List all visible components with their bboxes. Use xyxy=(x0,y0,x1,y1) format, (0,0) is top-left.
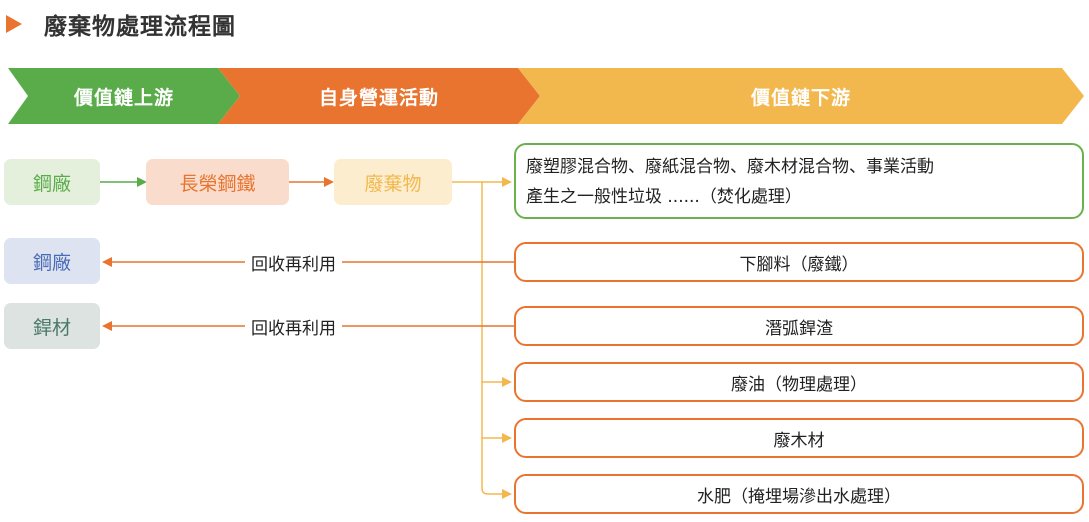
output-incineration-line1: 廢塑膠混合物、廢紙混合物、廢木材混合物、事業活動 xyxy=(526,157,934,177)
output-waste-oil: 廢油（物理處理） xyxy=(514,362,1084,402)
output-waste-wood: 廢木材 xyxy=(514,418,1084,458)
node-changrong-steel: 長榮鋼鐵 xyxy=(146,159,289,205)
output-scrap-iron: 下腳料（廢鐵） xyxy=(514,242,1084,282)
page-title: 廢棄物處理流程圖 xyxy=(6,8,236,40)
branch-to-sludge xyxy=(481,487,512,499)
band-upstream-label: 價值鏈上游 xyxy=(73,86,174,109)
title-text: 廢棄物處理流程圖 xyxy=(44,14,236,40)
node-steel-factory-upstream: 鋼廠 xyxy=(4,159,100,205)
recycle-label-1: 回收再利用 xyxy=(245,250,342,275)
band-upstream: 價值鏈上游 xyxy=(8,68,240,124)
title-triangle-icon xyxy=(6,15,22,33)
output-incineration: 廢塑膠混合物、廢紙混合物、廢木材混合物、事業活動 產生之一般性垃圾 ......… xyxy=(514,143,1084,219)
node-steel-factory-recycle: 鋼廠 xyxy=(4,238,100,284)
band-operations-label: 自身營運活動 xyxy=(318,86,439,109)
output-sludge: 水肥（掩埋場滲出水處理） xyxy=(514,474,1084,514)
output-welding-slag: 潛弧銲渣 xyxy=(514,306,1084,346)
band-downstream-label: 價值鏈下游 xyxy=(750,86,851,109)
band-operations: 自身營運活動 xyxy=(218,68,540,124)
recycle-label-2: 回收再利用 xyxy=(245,314,342,339)
band-downstream: 價值鏈下游 xyxy=(518,68,1084,124)
node-welding-material: 銲材 xyxy=(4,303,100,349)
node-waste: 廢棄物 xyxy=(334,159,452,205)
output-incineration-line2: 產生之一般性垃圾 ......（焚化處理） xyxy=(526,187,802,207)
